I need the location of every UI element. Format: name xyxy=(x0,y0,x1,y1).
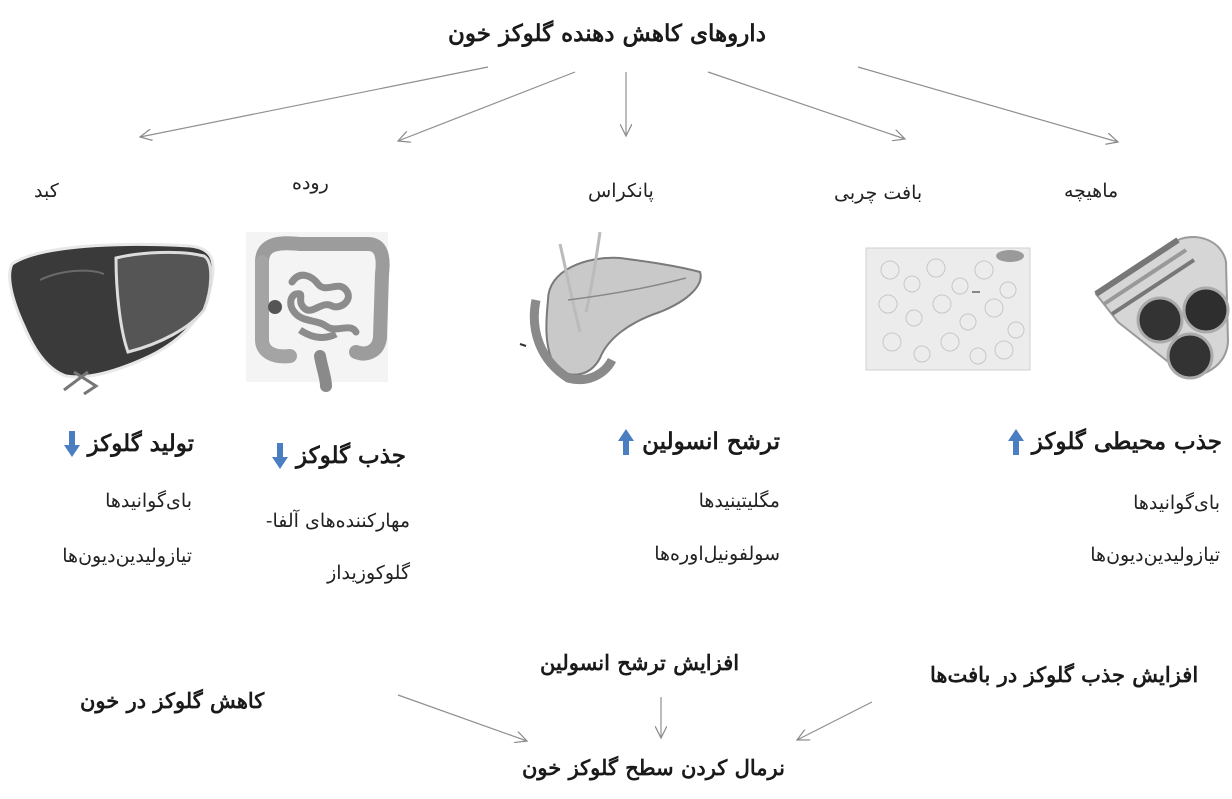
effect-liver: تولید گلوکز xyxy=(14,430,194,457)
drug-pancreas-2: سولفونیل‌اوره‌ها xyxy=(628,543,780,566)
drug-pancreas-1: مگلیتینیدها xyxy=(660,490,780,513)
effect-liver-title: تولید گلوکز xyxy=(88,430,194,457)
outcome-center: افزایش ترشح انسولین xyxy=(540,650,739,675)
down-arrow-icon xyxy=(64,431,80,457)
drug-intestine-2: گلوکوزیداز xyxy=(300,562,410,585)
up-arrow-icon xyxy=(1008,429,1024,455)
down-arrow-icon xyxy=(272,443,288,469)
up-arrow-icon xyxy=(618,429,634,455)
arrow-left-to-result xyxy=(398,695,527,741)
organ-label-muscle: ماهیچه xyxy=(1064,180,1118,202)
arrow-to-muscle xyxy=(858,67,1118,142)
liver-image xyxy=(10,244,214,394)
intestine-image xyxy=(246,232,388,386)
organ-label-liver: کبد xyxy=(34,180,59,202)
outcome-left: کاهش گلوکز در خون xyxy=(80,688,264,713)
effect-pancreas: ترشح انسولین xyxy=(606,428,780,455)
effect-peripheral: جذب محیطی گلوکز xyxy=(976,428,1222,455)
drug-liver-1: بای‌گوانیدها xyxy=(40,490,192,513)
effect-intestine: جذب گلوکز xyxy=(270,442,406,469)
organ-label-intestine: روده xyxy=(292,172,329,194)
fat-tissue-image xyxy=(866,248,1030,370)
arrow-to-fat xyxy=(708,72,905,139)
outcome-right: افزایش جذب گلوکز در بافت‌ها xyxy=(930,662,1198,687)
effect-intestine-title: جذب گلوکز xyxy=(296,442,406,469)
drug-peripheral-1: بای‌گوانیدها xyxy=(1060,492,1220,515)
main-title: داروهای کاهش دهنده گلوکز خون xyxy=(448,20,766,47)
drug-peripheral-2: تیازولیدین‌دیون‌ها xyxy=(1010,544,1220,567)
effect-pancreas-title: ترشح انسولین xyxy=(642,428,780,455)
organ-label-pancreas: پانکراس xyxy=(588,180,654,202)
muscle-image xyxy=(1096,237,1228,378)
final-result: نرمال کردن سطح گلوکز خون xyxy=(522,755,785,780)
organ-label-fat: بافت چربی xyxy=(834,182,922,204)
arrow-right-to-result xyxy=(797,702,872,740)
drug-intestine-1: مهارکننده‌های آلفا- xyxy=(244,510,410,533)
pancreas-image xyxy=(520,222,704,382)
effect-peripheral-title: جذب محیطی گلوکز xyxy=(1032,428,1222,455)
arrow-to-intestine xyxy=(398,72,575,141)
drug-liver-2: تیازولیدین‌دیون‌ها xyxy=(20,545,192,568)
